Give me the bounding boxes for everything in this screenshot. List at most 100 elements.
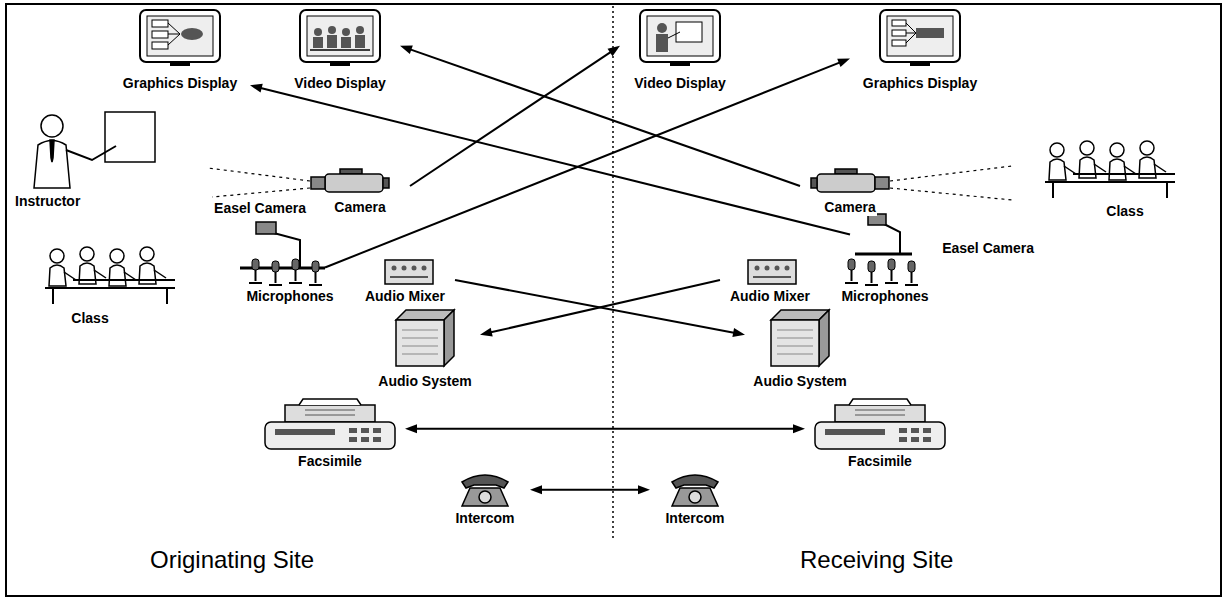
video-display-icon [300, 10, 380, 66]
easel-camera-icon [884, 224, 900, 254]
connector-line [540, 489, 640, 491]
device-label: Video Display [633, 75, 727, 92]
microphones-icon [249, 259, 262, 283]
facsimile-icon [265, 399, 395, 449]
video-display-icon [300, 10, 380, 66]
frame-border [6, 4, 1221, 596]
arrow-head [608, 46, 620, 56]
audio-mixer-icon [385, 260, 433, 284]
audio-system: Audio System [370, 305, 480, 390]
microphones-icon [309, 261, 322, 285]
connector-line [409, 49, 800, 186]
camera: Camera [310, 166, 410, 216]
camera: Camera [800, 166, 900, 216]
audio-system-icon [771, 310, 829, 366]
audio-system: Audio System [745, 305, 855, 390]
audio-mixer-icon [748, 260, 796, 284]
microphones-icon [269, 261, 282, 285]
graphics-display-icon [892, 20, 906, 26]
graphics-display-icon [880, 10, 960, 66]
graphics-display-icon [140, 10, 220, 66]
device-label: Camera [333, 199, 386, 216]
easel-camera: Easel Camera [195, 200, 325, 275]
video-display-icon [310, 49, 370, 51]
signal-connector [400, 46, 800, 186]
device-label: Graphics Display [122, 75, 238, 92]
connector-line [455, 280, 735, 333]
easel-camera-icon [855, 253, 912, 256]
instructor-figure [34, 141, 70, 189]
microphones-icon [249, 259, 322, 285]
camera-icon [325, 174, 383, 192]
camera-icon [811, 178, 817, 188]
video-display-icon [327, 35, 337, 48]
audio-system-icon [396, 310, 454, 366]
instructor-figure [50, 140, 54, 162]
facsimile-icon [815, 399, 945, 449]
video-display-icon [640, 10, 720, 66]
graphics-display: Graphics Display [850, 8, 990, 92]
video-display: Video Display [280, 8, 400, 92]
device-label: Audio Mixer [729, 288, 811, 305]
connector-line [490, 280, 720, 333]
instructor-figure [41, 115, 63, 137]
camera-icon [208, 168, 310, 197]
camera-icon [875, 177, 889, 189]
device-label: Audio Mixer [364, 288, 446, 305]
video-display-icon [656, 34, 668, 52]
microphones-icon [845, 259, 918, 285]
instructor-figure: Instructor [14, 110, 174, 210]
video-display-icon [328, 26, 336, 34]
signal-connector [480, 280, 720, 336]
graphics-display: Graphics Display [110, 8, 250, 92]
instructor-figure [34, 112, 155, 188]
device-label: Intercom [454, 510, 515, 527]
microphones: Microphones [235, 255, 345, 305]
microphones: Microphones [830, 255, 940, 305]
class-figure [45, 247, 175, 304]
video-display-icon [657, 23, 667, 33]
graphics-display-icon [152, 42, 168, 49]
audio-system-icon [771, 310, 829, 366]
facsimile-icon [815, 399, 945, 449]
intercom-icon [672, 475, 718, 506]
site-divider [612, 6, 614, 538]
device-label: Instructor [14, 193, 81, 210]
microphones-icon [289, 259, 302, 283]
audio-mixer: Audio Mixer [720, 255, 820, 305]
intercom: Intercom [650, 465, 740, 527]
graphics-display-icon [916, 28, 944, 38]
signal-connector [530, 485, 650, 494]
instructor-figure [105, 112, 155, 162]
device-label: Microphones [245, 288, 334, 305]
intercom: Intercom [440, 465, 530, 527]
intercom-icon [672, 475, 718, 506]
camera-icon [811, 166, 1012, 200]
camera-icon [890, 166, 1012, 200]
facsimile: Facsimile [255, 395, 405, 470]
audio-mixer-icon [748, 260, 796, 284]
easel-camera-icon [855, 214, 912, 254]
intercom-icon [462, 475, 508, 506]
intercom-icon [462, 475, 508, 506]
easel-camera: Easel Camera [850, 212, 1035, 257]
video-display-icon [356, 26, 364, 34]
connector-line [415, 428, 795, 430]
graphics-display-icon [140, 10, 220, 66]
graphics-display-icon [168, 23, 180, 45]
device-label: Class [70, 310, 109, 327]
device-label: Microphones [840, 288, 929, 305]
video-display-icon [313, 26, 365, 48]
camera-icon [208, 168, 389, 197]
device-label: Facsimile [847, 453, 913, 470]
video-display-icon [313, 37, 323, 48]
facsimile: Facsimile [805, 395, 955, 470]
instructor-figure [66, 146, 116, 160]
audio-mixer-icon [385, 260, 433, 284]
device-label: Class [1105, 203, 1144, 220]
site-label: Originating Site [150, 546, 314, 574]
class-group: Class [30, 232, 150, 327]
signal-connector [405, 424, 805, 433]
device-label: Graphics Display [862, 75, 978, 92]
